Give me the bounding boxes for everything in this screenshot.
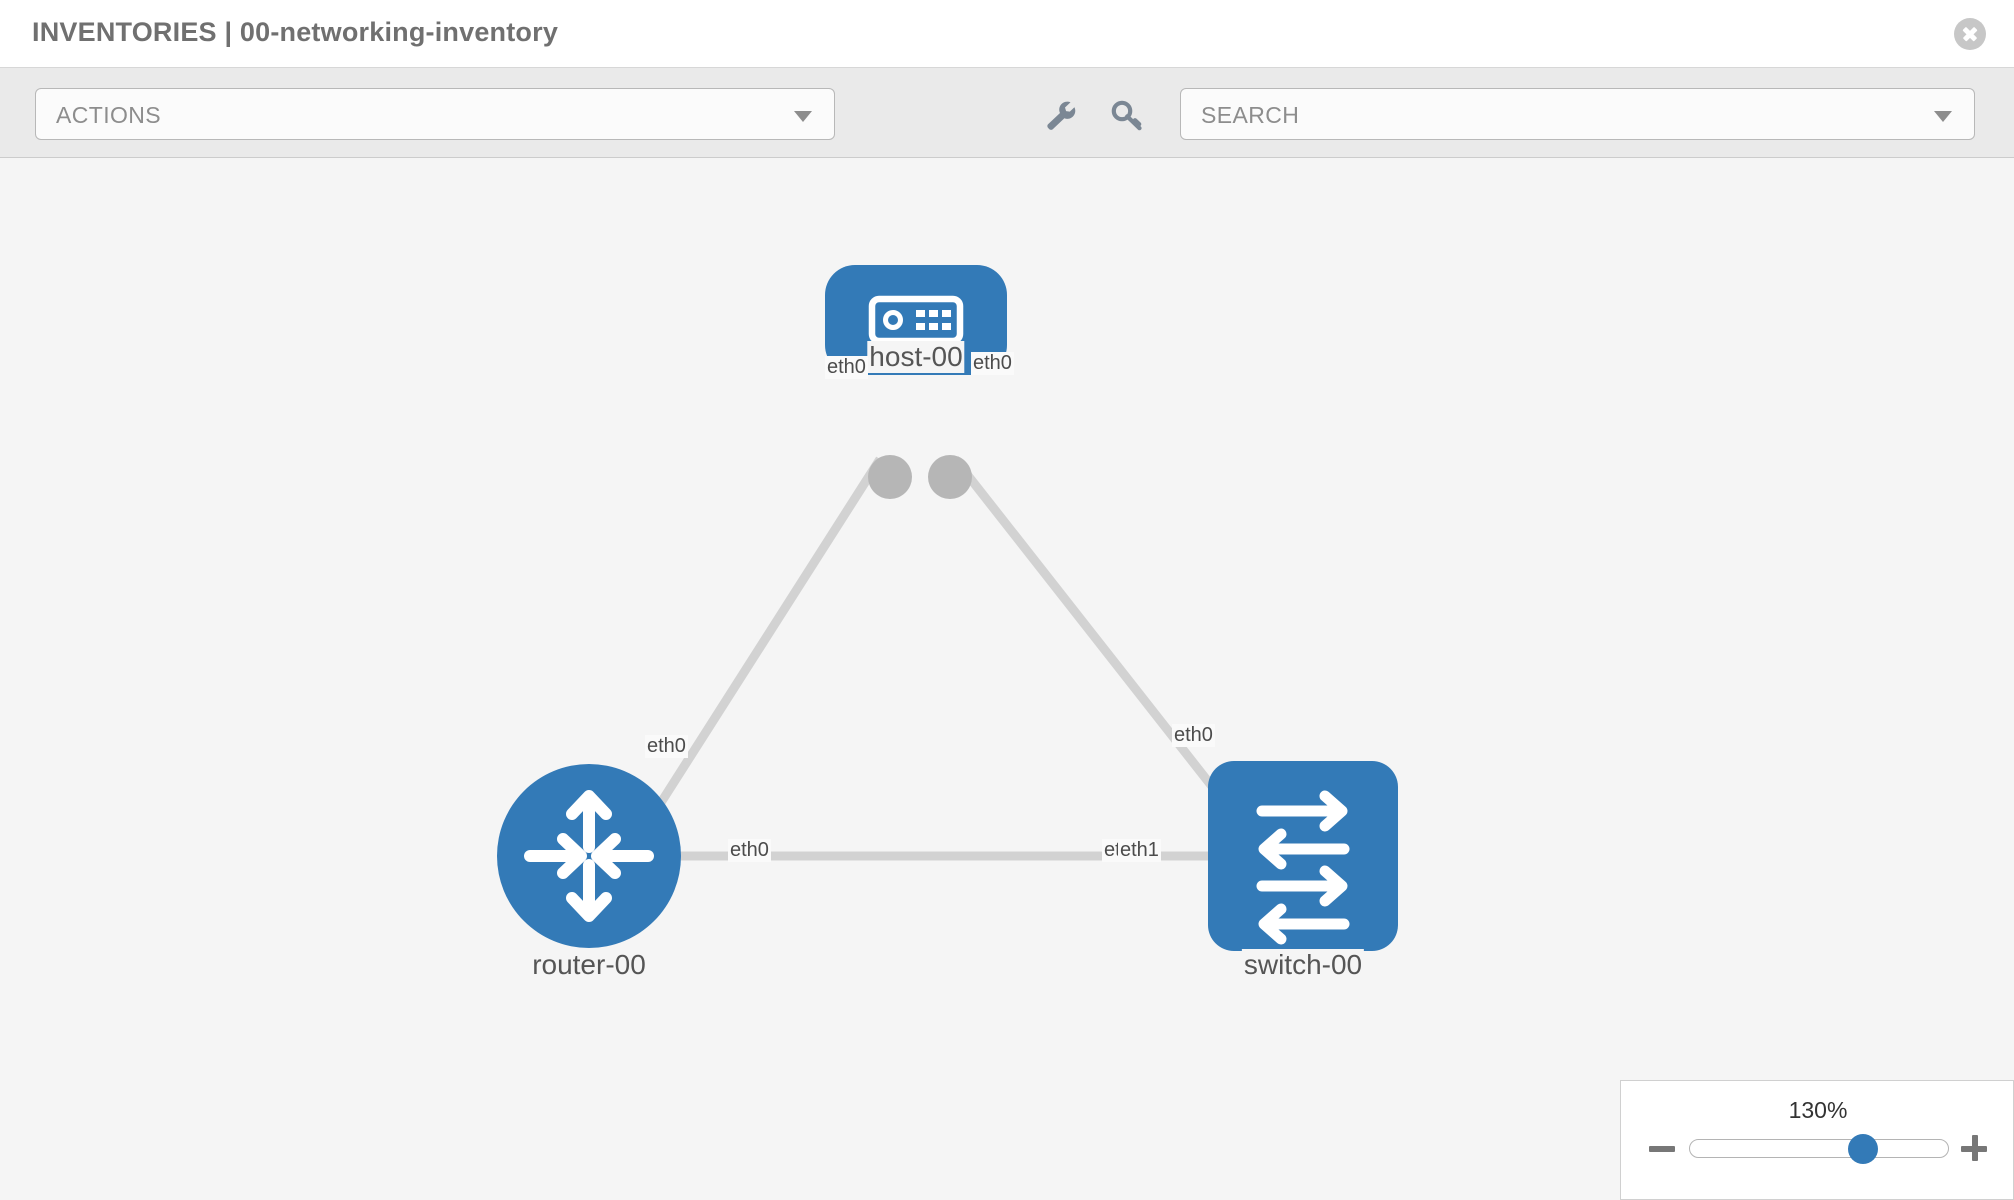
endpoint-marker xyxy=(868,455,912,499)
zoom-slider-track[interactable] xyxy=(1689,1139,1949,1158)
iface-label: eth0 xyxy=(1172,724,1215,747)
topology-graph xyxy=(497,265,1398,951)
endpoint-marker xyxy=(928,455,972,499)
node-label-host-00: host-00 xyxy=(867,341,965,373)
chevron-down-icon[interactable] xyxy=(1934,111,1952,122)
iface-label: eth0 xyxy=(728,839,771,862)
topology-endpoints xyxy=(591,455,1255,878)
chevron-down-icon xyxy=(794,111,812,122)
page-header: INVENTORIES | 00-networking-inventory xyxy=(0,0,2014,68)
link-host00-router00 xyxy=(621,456,884,862)
key-icon[interactable] xyxy=(1108,96,1148,136)
zoom-control-panel: 130% xyxy=(1620,1080,2014,1200)
close-icon[interactable] xyxy=(1954,18,1986,50)
zoom-in-button[interactable] xyxy=(1959,1133,1989,1163)
node-label-router-00: router-00 xyxy=(530,949,648,981)
iface-label: eth0 xyxy=(825,356,868,379)
actions-dropdown[interactable]: ACTIONS xyxy=(35,88,835,140)
node-label-switch-00: switch-00 xyxy=(1241,949,1365,981)
zoom-level-value: 130% xyxy=(1788,1097,1848,1123)
node-router-00 xyxy=(497,764,681,948)
zoom-slider-handle[interactable] xyxy=(1848,1134,1878,1164)
router-arrows-icon xyxy=(524,790,654,922)
topology-links xyxy=(621,456,1269,862)
wrench-icon[interactable] xyxy=(1040,96,1080,136)
iface-label: eth0 xyxy=(645,735,688,758)
node-switch-00 xyxy=(1208,761,1398,951)
page-title: INVENTORIES | 00-networking-inventory xyxy=(32,17,559,47)
iface-label: eth0 xyxy=(971,352,1014,375)
switch-arrows-icon xyxy=(1256,790,1350,945)
search-input[interactable]: SEARCH xyxy=(1180,88,1975,140)
toolbar: ACTIONS SEARCH xyxy=(0,68,2014,158)
iface-label: eth1 xyxy=(1118,839,1161,862)
zoom-out-button[interactable] xyxy=(1647,1133,1677,1163)
actions-dropdown-label: ACTIONS xyxy=(56,102,162,128)
search-placeholder: SEARCH xyxy=(1201,102,1300,128)
topology-canvas[interactable]: host-00 router-00 switch-00 eth0 eth0 et… xyxy=(0,159,2014,1200)
